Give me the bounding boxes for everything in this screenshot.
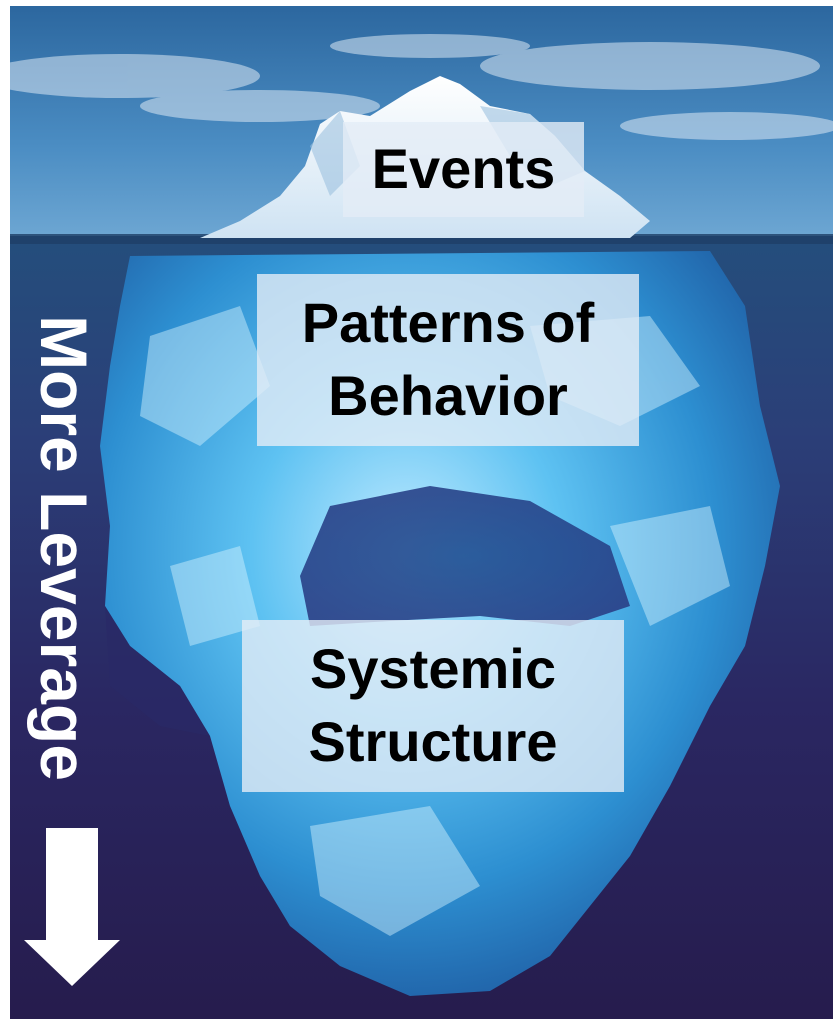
arrow-down-icon — [24, 828, 120, 986]
clouds — [10, 34, 833, 140]
patterns-line-2: Behavior — [328, 364, 568, 427]
leverage-label: More Leverage — [24, 268, 104, 828]
ice-cave — [300, 486, 630, 626]
events-label: Events — [343, 122, 584, 217]
iceberg-diagram: Events Patterns of Behavior Systemic Str… — [10, 6, 833, 1019]
structure-line-1: Systemic — [310, 637, 556, 701]
ice-shadow-left — [105, 606, 210, 736]
patterns-label: Patterns of Behavior — [257, 274, 639, 446]
structure-line-2: Structure — [308, 710, 558, 773]
structure-label: Systemic Structure — [242, 620, 624, 792]
waterline — [10, 234, 833, 244]
events-text: Events — [371, 137, 556, 201]
patterns-line-1: Patterns of — [301, 291, 595, 355]
leverage-text: More Leverage — [27, 315, 101, 781]
